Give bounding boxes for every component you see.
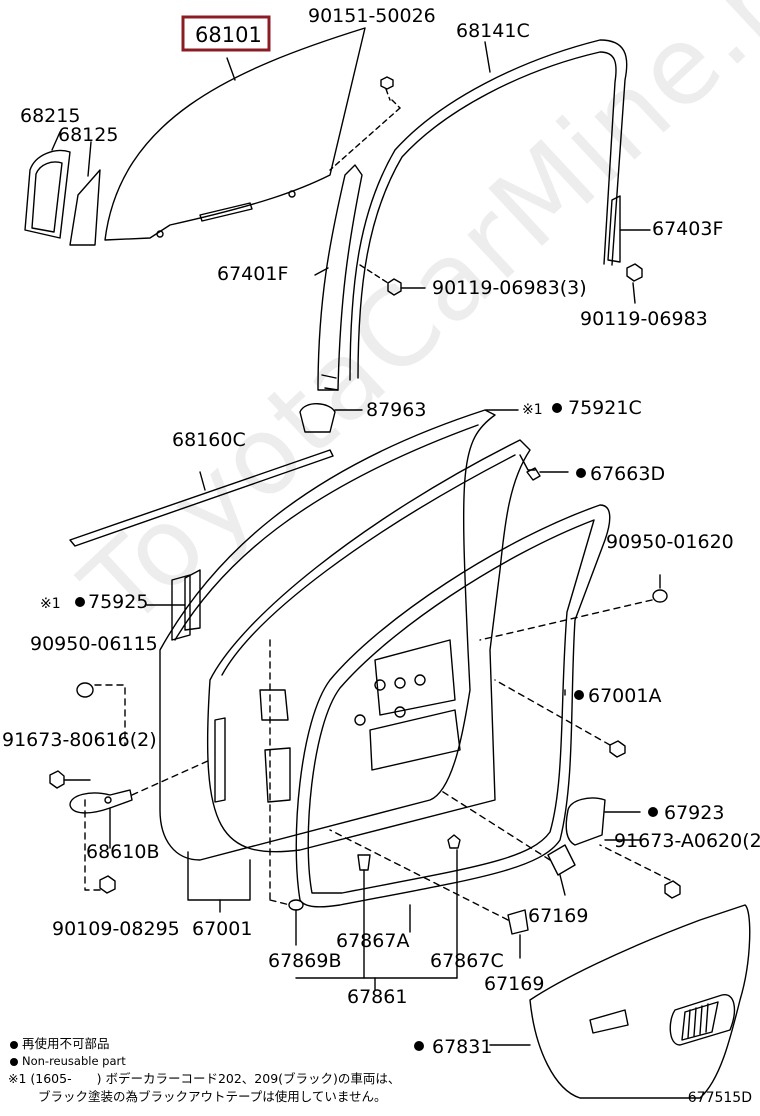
label-67831: 67831	[432, 1036, 492, 1058]
legend-line-2: Non-reusable part	[10, 1053, 126, 1069]
belt-moulding	[69, 449, 334, 547]
door-check	[69, 789, 133, 814]
legend-line-3: ※1 (1605- ) ボデーカラーコード202、209(ブラック)の車両は、	[8, 1071, 401, 1086]
highlight-box	[181, 15, 271, 52]
label-90119-06983-3: 90119-06983(3)	[432, 277, 587, 299]
label-68141C: 68141C	[456, 20, 530, 42]
label-75921C-mark: ※1	[522, 402, 543, 418]
label-67169-upper: 67169	[528, 905, 588, 927]
label-90151-50026: 90151-50026	[308, 5, 436, 27]
label-67867C: 67867C	[430, 950, 504, 972]
part-67923	[565, 797, 606, 846]
label-67001: 67001	[192, 918, 252, 940]
legend-text-2: Non-reusable part	[22, 1054, 126, 1068]
label-67861: 67861	[347, 986, 407, 1008]
rear-sash	[607, 195, 621, 263]
label-90950-06115: 90950-06115	[30, 633, 158, 655]
label-91673-A0620: 91673-A0620(2)	[614, 830, 760, 852]
run-channel	[349, 39, 628, 381]
label-67867A: 67867A	[336, 930, 409, 952]
label-67401F: 67401F	[217, 263, 288, 285]
label-90950-01620: 90950-01620	[606, 531, 734, 553]
seal-68215	[24, 149, 71, 239]
bullet-icon	[10, 1040, 18, 1049]
part-87963	[299, 403, 336, 433]
diagram-code: 677515D	[687, 1090, 752, 1106]
door-handle-bezel	[669, 994, 736, 1046]
label-67001A: 67001A	[588, 685, 661, 707]
label-67403F: 67403F	[652, 218, 723, 240]
sash-frame	[317, 164, 363, 391]
door-trim-board	[529, 904, 751, 1099]
seal-68125	[69, 169, 101, 246]
door-outer-panel	[159, 409, 496, 861]
window-glass	[104, 27, 366, 241]
label-90109-08295: 90109-08295	[52, 918, 180, 940]
label-68160C: 68160C	[172, 429, 246, 451]
legend-line-1: 再使用不可部品	[10, 1036, 110, 1052]
label-68101: 68101	[195, 23, 262, 47]
legend-line-4: ブラック塗装の為ブラックアウトテープは使用していません。	[38, 1089, 387, 1104]
label-67663D: 67663D	[590, 463, 665, 485]
label-68215: 68215	[20, 105, 80, 127]
door-inner-panel	[206, 439, 531, 853]
legend-text-1: 再使用不可部品	[22, 1036, 110, 1051]
label-75925: 75925	[88, 591, 148, 613]
bullet-icon	[10, 1057, 18, 1066]
label-67869B: 67869B	[268, 950, 341, 972]
label-90119-06983: 90119-06983	[580, 308, 708, 330]
weatherstrip	[295, 504, 611, 908]
label-68610B: 68610B	[86, 841, 159, 863]
label-67169-lower: 67169	[484, 973, 544, 995]
label-87963: 87963	[366, 399, 426, 421]
label-75921C: 75921C	[568, 397, 642, 419]
label-68125: 68125	[58, 124, 118, 146]
label-75925-mark: ※1	[40, 596, 61, 612]
label-67923: 67923	[664, 802, 724, 824]
label-91673-80616: 91673-80616(2)	[2, 729, 157, 751]
